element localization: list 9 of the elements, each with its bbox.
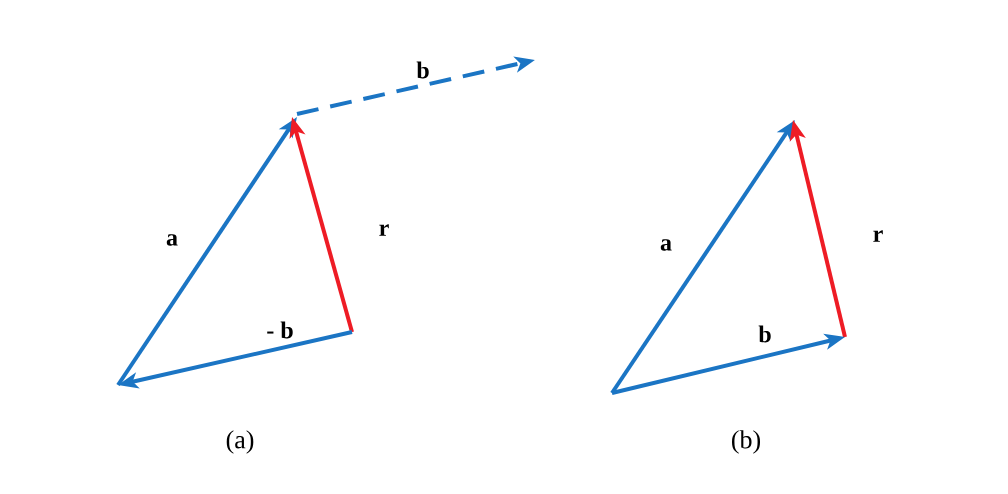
panel-label: (b) xyxy=(732,430,760,454)
vector-label: r xyxy=(873,230,883,242)
vector-label: a xyxy=(166,234,178,246)
vector-label: a xyxy=(660,239,672,251)
panel-label: (a) xyxy=(226,430,254,454)
vector-label: b xyxy=(758,325,771,343)
vector-label: r xyxy=(379,224,389,236)
vector-label: - b xyxy=(267,321,293,339)
vector-label: b xyxy=(416,61,429,79)
